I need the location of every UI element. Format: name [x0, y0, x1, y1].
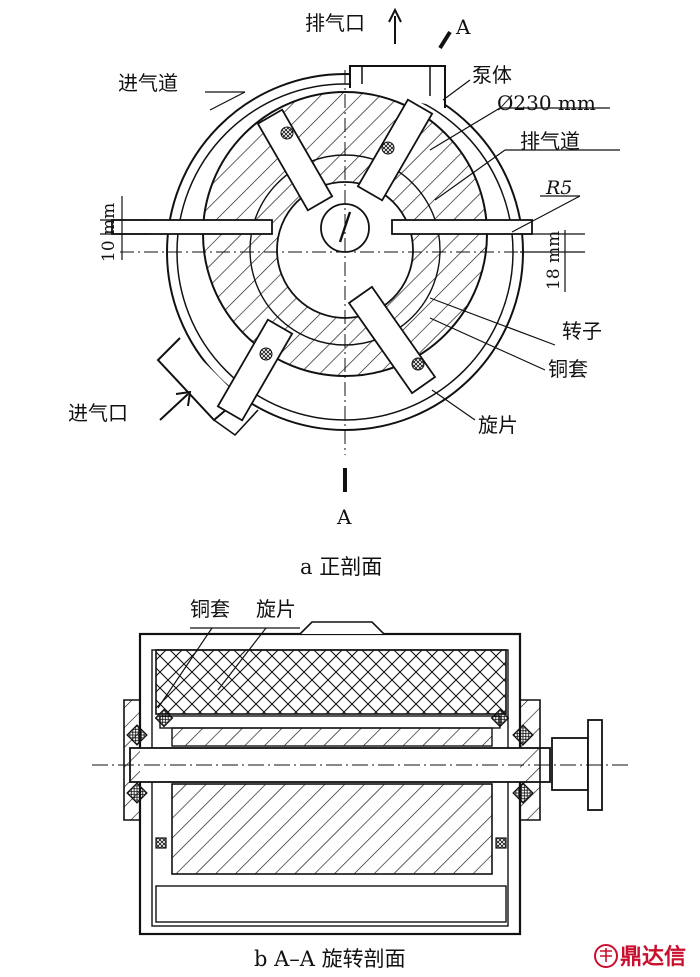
- watermark-logo-icon: [594, 944, 618, 968]
- section-mark-top-label: A: [455, 15, 471, 39]
- vane: [356, 98, 434, 202]
- section-mark-bottom-label: A: [336, 505, 352, 529]
- side-copper-sleeve-label: 铜套: [190, 597, 230, 621]
- rotor-lower-block: [171, 783, 493, 875]
- top-port-bump: [299, 621, 385, 635]
- bearings: [126, 708, 534, 849]
- watermark-text: 鼎达信: [620, 944, 686, 970]
- front-view: [100, 7, 620, 492]
- intake-port-label: 进气口: [68, 401, 128, 425]
- section-mark-top: [438, 30, 452, 50]
- pump-body-label: 泵体: [472, 63, 512, 87]
- intake-channel-bar: [111, 219, 273, 235]
- side-view: [92, 621, 630, 936]
- vane-strip: [159, 715, 501, 729]
- radius-label: R5: [545, 177, 572, 199]
- vane-label: 旋片: [478, 413, 518, 437]
- exhaust-arrow-icon: [388, 7, 402, 44]
- vane: [256, 108, 334, 212]
- bottom-slot: [155, 885, 507, 923]
- copper-sleeve-label: 铜套: [548, 357, 588, 381]
- upper-crosshatch: [155, 649, 507, 715]
- exhaust-port-neck: [349, 65, 446, 108]
- side-vane-label: 旋片: [256, 597, 296, 621]
- shaft-collar: [551, 737, 589, 791]
- intake-port-cap: [213, 409, 259, 437]
- leader-lines: [205, 79, 620, 421]
- exhaust-channel-label: 排气道: [520, 129, 580, 153]
- dimension-10mm: [100, 196, 150, 260]
- watermark: 鼎达信: [594, 944, 686, 970]
- vanes: [216, 98, 437, 422]
- diameter-label: Ø230 mm: [497, 91, 596, 115]
- exhaust-channel-bar: [391, 219, 533, 235]
- dimension-18mm: [520, 230, 585, 292]
- caption-b: b A–A 旋转剖面: [254, 947, 406, 971]
- dim-18-label: 18 mm: [544, 231, 564, 290]
- caption-a: a 正剖面: [300, 555, 382, 579]
- intake-arrow-icon: [159, 390, 192, 421]
- dim-10-label: 10 mm: [99, 203, 119, 262]
- rotor-label: 转子: [562, 319, 602, 343]
- rotor-upper-block: [171, 727, 493, 747]
- intake-channel-label: 进气道: [118, 71, 178, 95]
- exhaust-port-label: 排气口: [305, 11, 365, 35]
- vane: [216, 318, 294, 422]
